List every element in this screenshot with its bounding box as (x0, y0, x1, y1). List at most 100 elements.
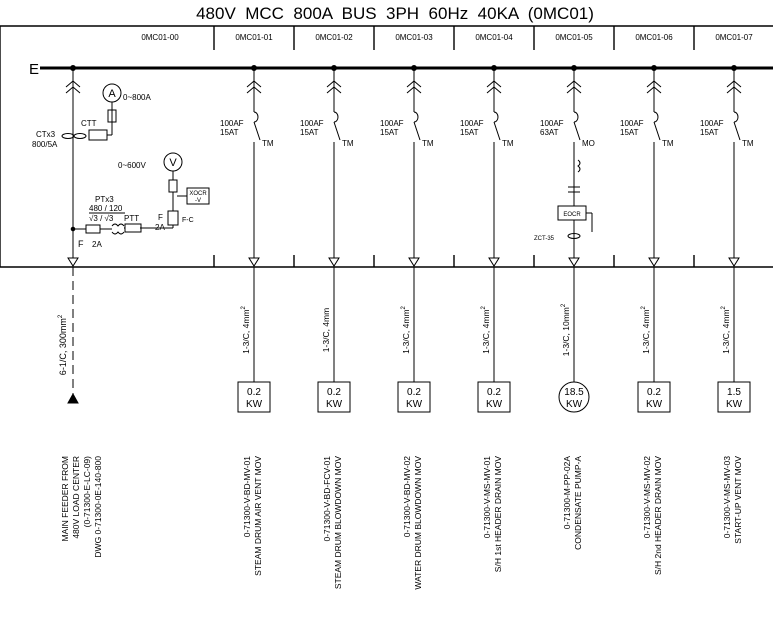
outgoing-arrow (248, 257, 260, 267)
breaker-frame: 100AF (700, 119, 724, 128)
breaker-frame: 100AF (220, 119, 244, 128)
feeder-id: 0MC01-01 (235, 33, 273, 42)
pt-ratio: 480 / 120 (89, 204, 123, 213)
cable-sup: 2 (721, 305, 727, 309)
ammeter-symbol: A (108, 88, 116, 100)
breaker-trip: 15AT (460, 128, 479, 137)
load-box (477, 381, 511, 413)
breaker-blade (333, 121, 341, 141)
cable-label: 1-3/C, 4mm2 (641, 305, 651, 353)
cable-sup: 2 (561, 303, 567, 307)
load-unit: KW (646, 399, 663, 410)
breaker-blade (253, 121, 261, 141)
outgoing-arrow (408, 257, 420, 267)
voltmeter-range: 0~600V (118, 161, 146, 170)
outgoing-arrow (728, 257, 740, 267)
outgoing-arrow (488, 257, 500, 267)
mcc-frame (0, 25, 773, 268)
voltmeter-symbol: V (169, 157, 177, 169)
breaker-icon (493, 111, 499, 123)
bus-label: E (29, 61, 39, 78)
cable-label: 1-3/C, 4mm (321, 308, 331, 352)
cable-label: 1-3/C, 4mm2 (721, 305, 731, 353)
incomer-id: 0MC01-00 (141, 33, 179, 42)
breaker-icon (733, 111, 739, 123)
feeder-tag: 0-71300-V-BD-MV-01 (242, 456, 252, 538)
feeder-tag: 0-71300-V-MS-MV-01 (482, 456, 492, 538)
breaker-blade (493, 121, 501, 141)
breaker-icon (253, 111, 259, 123)
cable-sup: 2 (401, 305, 407, 309)
load-value: 0.2 (487, 387, 501, 398)
ct-ratio: 800/5A (32, 140, 58, 149)
load-unit: KW (726, 399, 743, 410)
breaker-trip: 15AT (220, 128, 239, 137)
feeder-description: CONDENSATE PUMP-A (573, 456, 583, 550)
cable-sup: 2 (641, 305, 647, 309)
feeder-tag: 0-71300-V-MS-MV-02 (642, 456, 652, 538)
breaker-blade (653, 121, 661, 141)
trip-type: TM (262, 139, 274, 148)
feeder-tag: 0-71300-V-BD-FCV-01 (322, 456, 332, 542)
cable-sup: 2 (481, 305, 487, 309)
load-box (637, 381, 671, 413)
motor-load-icon (558, 381, 590, 413)
breaker-icon (573, 111, 579, 123)
load-value: 0.2 (247, 387, 261, 398)
load-box (717, 381, 751, 413)
breaker-trip: 15AT (700, 128, 719, 137)
feeder-description: STEAM DRUM AIR VENT MOV (253, 456, 263, 576)
feeder-description: S/H 2nd HEADER DRAIN MOV (653, 456, 663, 575)
eocr-label: EOCR (563, 212, 581, 218)
trip-type: TM (662, 139, 674, 148)
relay-fc: F-C (182, 217, 194, 224)
incomer-cable-sup: 2 (58, 314, 64, 318)
breaker-blade (573, 121, 581, 141)
ammeter-range: 0~800A (123, 93, 151, 102)
breaker-trip: 63AT (540, 128, 559, 137)
breaker-frame: 100AF (460, 119, 484, 128)
load-unit: KW (566, 399, 583, 410)
feeder-description: START-UP VENT MOV (733, 456, 743, 544)
feeder-id: 0MC01-05 (555, 33, 593, 42)
fuse-rating: 2A (92, 240, 102, 249)
breaker-frame: 100AF (540, 119, 564, 128)
feeder-description: STEAM DRUM BLOWDOWN MOV (333, 456, 343, 589)
outgoing-arrow (328, 257, 340, 267)
pt-label: PTx3 (95, 195, 114, 204)
outgoing-arrow (648, 257, 660, 267)
feeder-description: WATER DRUM BLOWDOWN MOV (413, 456, 423, 590)
fuse-label: F (78, 239, 84, 249)
zct-label: ZCT-35 (534, 236, 555, 242)
load-value: 18.5 (564, 387, 584, 398)
breaker-frame: 100AF (300, 119, 324, 128)
load-box (237, 381, 271, 413)
breaker-frame: 100AF (380, 119, 404, 128)
trip-type: TM (342, 139, 354, 148)
load-unit: KW (326, 399, 343, 410)
ammeter-icon (102, 83, 122, 103)
load-value: 0.2 (327, 387, 341, 398)
load-unit: KW (246, 399, 263, 410)
incomer-description-line: MAIN FEEDER FROM (60, 456, 70, 541)
cable-label: 1-3/C, 10mm2 (561, 303, 571, 356)
outgoing-arrow (568, 257, 580, 267)
breaker-blade (413, 121, 421, 141)
incomer-description-line: DWG 0-71300-0E-140-800 (93, 456, 103, 558)
cable-sup: 2 (241, 305, 247, 309)
incomer-cable: 6-1/C, 300mm2 (58, 314, 68, 375)
relay-label: XOCR (189, 191, 207, 197)
diagram-title: 480V MCC 800A BUS 3PH 60Hz 40KA (0MC01) (196, 4, 594, 23)
main-bus: E (29, 61, 773, 78)
feeder-id: 0MC01-02 (315, 33, 353, 42)
cable-label: 1-3/C, 4mm2 (241, 305, 251, 353)
trip-type: MO (582, 139, 595, 148)
trip-type: TM (742, 139, 754, 148)
